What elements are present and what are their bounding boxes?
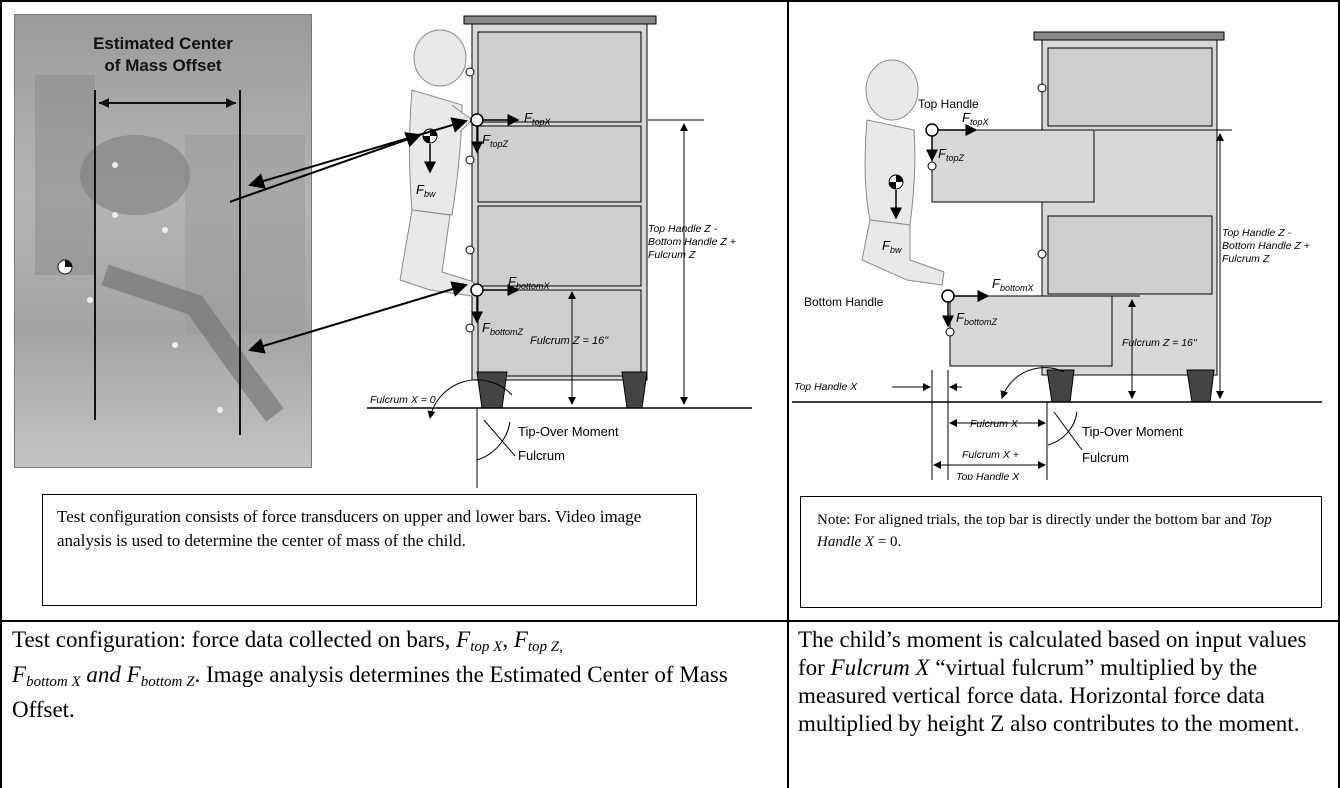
bl-text-1: Test configuration: force data collected…	[12, 627, 457, 652]
top-drawer-open	[931, 129, 1095, 203]
photo-title-line2: of Mass Offset	[104, 56, 222, 75]
right-caption-italic: Top Handle X	[817, 512, 1272, 550]
left-caption-text: Test configuration consists of force tra…	[57, 507, 642, 550]
right-caption-box: Note: For aligned trials, the top bar is…	[800, 496, 1322, 608]
right-diagram: Top Handle Bottom Handle FtopX FtopZ Fbw…	[792, 31, 1322, 480]
com-link-arrow	[40, 140, 240, 280]
left-diagram: FtopX FtopZ Fbw FbottomX FbottomZ Top Ha…	[367, 15, 752, 488]
height-label-line3: Fulcrum Z	[1222, 253, 1270, 265]
height-label-line1: Top Handle Z -	[1222, 227, 1292, 239]
height-label-line2: Bottom Handle Z +	[1222, 240, 1310, 252]
top-handle-x-label: Top Handle X	[794, 381, 858, 393]
dresser-top	[1033, 31, 1225, 41]
f-bw-label: Fbw	[882, 238, 902, 255]
table-border-right	[1338, 0, 1340, 788]
bottom-right-description: The child’s moment is calculated based o…	[798, 626, 1334, 738]
bl-sub4: bottom Z	[140, 674, 195, 690]
bottom-handle-icon	[470, 283, 484, 297]
bottom-drawer-open	[949, 295, 1113, 367]
height-label-line1: Top Handle Z -	[648, 223, 718, 235]
fulcrum-x-plus-line1: Fulcrum X +	[962, 449, 1019, 461]
bottom-left-description: Test configuration: force data collected…	[12, 626, 772, 724]
f-bottom-z-label: FbottomZ	[482, 320, 523, 337]
top-handle-icon	[470, 113, 484, 127]
table-border-top	[0, 0, 1340, 2]
height-label-line2: Bottom Handle Z +	[648, 236, 736, 248]
table-divider-col	[787, 0, 789, 788]
child-figure	[861, 59, 945, 286]
bottom-handle-label: Bottom Handle	[804, 295, 884, 309]
bl-sub3: bottom X	[26, 674, 81, 690]
bl-sub1: top X	[470, 639, 503, 655]
bl-sub2: top Z,	[527, 639, 563, 655]
photo-title: Estimated Center of Mass Offset	[15, 33, 311, 77]
photo-link-arrows	[230, 117, 468, 354]
bl-f4: F	[126, 662, 141, 687]
fulcrum-x-label: Fulcrum X	[970, 418, 1019, 430]
left-caption-box: Test configuration consists of force tra…	[42, 494, 697, 606]
f-bottom-x-label: FbottomX	[508, 274, 550, 291]
fulcrum-x-plus-line2: Top Handle X	[956, 471, 1020, 480]
fulcrum-z-label: Fulcrum Z = 16"	[1122, 337, 1198, 349]
f-top-x-label: FtopX	[962, 110, 989, 127]
bl-comma: ,	[502, 627, 514, 652]
fulcrum-label: Fulcrum	[518, 448, 565, 463]
br-italic: Fulcrum X	[830, 655, 930, 680]
tip-over-label: Tip-Over Moment	[518, 424, 619, 439]
f-bottom-x-label: FbottomX	[992, 276, 1034, 293]
bl-f3: F	[12, 662, 27, 687]
right-caption-text: Note: For aligned trials, the top bar is…	[817, 512, 1250, 528]
br-text-1: The child’s moment is calculated based o…	[798, 627, 1307, 680]
bl-and: and	[80, 662, 127, 687]
dresser-top	[463, 15, 657, 25]
right-caption-end: = 0.	[874, 534, 902, 550]
br-text-2: “virtual fulcrum” multiplied by the meas…	[798, 655, 1300, 736]
fulcrum-label: Fulcrum	[1082, 450, 1129, 465]
top-handle-icon	[925, 123, 939, 137]
top-handle-label: Top Handle	[918, 97, 979, 111]
tip-over-label: Tip-Over Moment	[1082, 424, 1183, 439]
photo-title-line1: Estimated Center	[93, 34, 233, 53]
table-border-left	[0, 0, 2, 788]
f-top-x-label: FtopX	[524, 110, 551, 127]
f-bottom-z-label: FbottomZ	[956, 310, 997, 327]
bottom-handle-icon	[941, 289, 955, 303]
table-divider-row	[0, 620, 1340, 622]
fulcrum-z-label: Fulcrum Z = 16"	[530, 335, 609, 347]
height-label-line3: Fulcrum Z	[648, 249, 696, 261]
fulcrum-x-label: Fulcrum X = 0	[370, 394, 436, 406]
bl-f1: F	[456, 627, 471, 652]
dresser-leg-back	[621, 371, 648, 409]
dresser-leg-front	[476, 371, 508, 409]
bl-text-2: . Image analysis determines the Estimate…	[12, 662, 728, 722]
bl-f2: F	[513, 627, 528, 652]
f-top-z-label: FtopZ	[482, 132, 508, 149]
f-top-z-label: FtopZ	[938, 146, 964, 163]
